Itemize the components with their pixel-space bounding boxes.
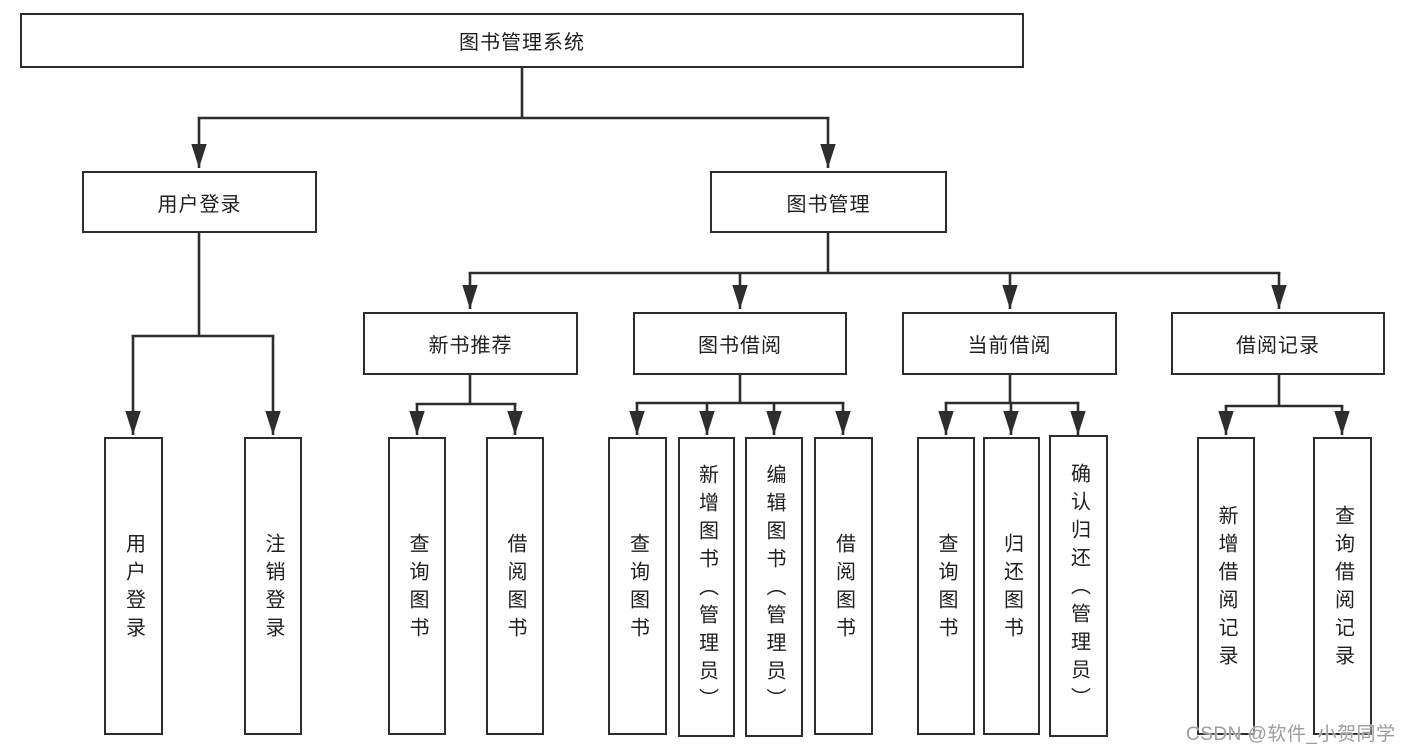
leaf-user-login: 用户登录 — [104, 437, 163, 735]
node-root-library-management-system: 图书管理系统 — [20, 13, 1024, 68]
leaf-borrow-book: 借阅图书 — [814, 437, 873, 735]
node-book-borrow: 图书借阅 — [633, 312, 847, 375]
node-current-borrow: 当前借阅 — [902, 312, 1117, 375]
leaf-add-book-admin: 新增图书（管理员） — [678, 437, 735, 737]
leaf-borrow-book-recommend: 借阅图书 — [486, 437, 544, 735]
leaf-edit-book-admin: 编辑图书（管理员） — [745, 437, 803, 737]
csdn-watermark: CSDN @软件_小贺同学 — [1186, 724, 1396, 745]
node-user-login: 用户登录 — [82, 171, 317, 233]
leaf-return-book: 归还图书 — [983, 437, 1040, 735]
leaf-logout: 注销登录 — [244, 437, 302, 735]
leaf-confirm-return-admin: 确认归还（管理员） — [1049, 435, 1108, 737]
leaf-query-book-borrow: 查询图书 — [608, 437, 667, 735]
node-new-book-recommend: 新书推荐 — [363, 312, 578, 375]
leaf-query-book-current: 查询图书 — [917, 437, 975, 735]
leaf-query-book-recommend: 查询图书 — [388, 437, 446, 735]
node-book-management: 图书管理 — [710, 171, 947, 233]
node-borrow-record: 借阅记录 — [1171, 312, 1385, 375]
leaf-add-borrow-record: 新增借阅记录 — [1197, 437, 1255, 735]
leaf-query-borrow-record: 查询借阅记录 — [1313, 437, 1372, 735]
